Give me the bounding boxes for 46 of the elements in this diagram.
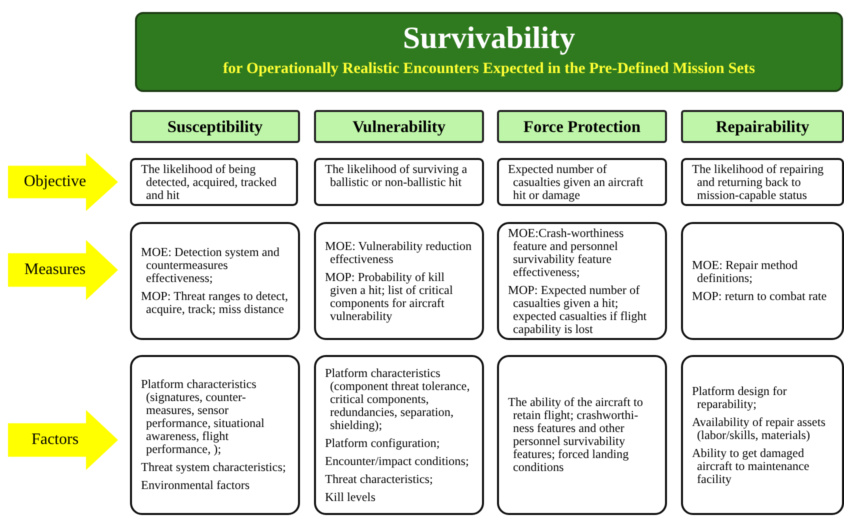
cell-text: The likelihood of being detected, acquired, tracked and hit xyxy=(141,163,278,202)
row-label: Objective xyxy=(22,173,88,191)
content-card xyxy=(681,355,844,515)
cell-text: MOE: Repair method definitions; xyxy=(692,259,799,285)
cell-text: MOE: Detection system and countermeasures effectiveness; xyxy=(141,246,280,285)
content-card xyxy=(314,222,484,340)
row-label: Measures xyxy=(23,261,87,279)
cell-text: The likelihood of surviving a ballistic or non-ballistic hit xyxy=(325,163,468,189)
cell-text: Threat system characteristics; xyxy=(141,461,287,474)
cell-text: Platform design for reparability; xyxy=(692,384,788,410)
cell-text: MOP: Probability of kill given a hit; list of critical components for aircraft vulnerability xyxy=(325,270,454,322)
cell-text: MOP: Threat ranges to detect, acquire, track; miss distance xyxy=(141,290,289,316)
content-card xyxy=(130,222,300,340)
content-card xyxy=(497,222,667,340)
content-card xyxy=(130,158,298,206)
cell-text: Encounter/impact conditions; xyxy=(325,454,470,468)
cell-text: MOP: Expected number of casualties given a hit; expected casualties if flight capability is lost xyxy=(508,284,648,336)
title-text: Survivability xyxy=(402,20,576,56)
content-card xyxy=(497,355,667,515)
title-banner xyxy=(135,12,843,92)
cell-text: The likelihood of repairing and returning back to mission-capable status xyxy=(692,163,825,202)
column-header: Repairability xyxy=(681,110,844,143)
cell-text: The ability of the aircraft to retain flight; crashworthi-ness features and other personnel survivability features; forced landing conditions xyxy=(508,396,644,474)
content-card xyxy=(314,355,484,515)
cell-text: Platform configuration; xyxy=(325,436,441,450)
subtitle-text: for Operationally Realistic Encounters Expected in the Pre-Defined Mission Sets xyxy=(223,60,755,78)
cell-text: MOP: return to combat rate xyxy=(692,290,828,303)
content-card xyxy=(497,158,667,206)
cell-text: Expected number of casualties given an aircraft hit or damage xyxy=(508,163,644,202)
content-card xyxy=(681,158,844,206)
cell-text: Ability to get damaged aircraft to maintenance facility xyxy=(692,446,810,486)
column-header: Susceptibility xyxy=(130,110,300,143)
cell-text: MOE:Crash-worthiness feature and personnel survivability feature effectiveness; xyxy=(508,226,625,278)
cell-text: Environmental factors xyxy=(141,479,251,492)
content-card xyxy=(681,222,844,340)
row-label: Factors xyxy=(30,431,80,449)
cell-text: Platform characteristics (signatures, counter-measures, sensor performance, situational awareness, flight performance, ); xyxy=(141,378,266,456)
content-card xyxy=(130,355,300,515)
cell-text: Kill levels xyxy=(325,490,376,504)
content-card xyxy=(314,158,484,206)
cell-text: Availability of repair assets (labor/skills, materials) xyxy=(692,416,826,442)
cell-text: MOE: Vulnerability reduction effectiveness xyxy=(325,240,473,266)
cell-text: Threat characteristics; xyxy=(325,472,434,486)
column-header: Force Protection xyxy=(497,110,667,143)
column-header: Vulnerability xyxy=(314,110,484,143)
cell-text: Platform characteristics (component threat tolerance, critical components, redundancies, separation, shielding); xyxy=(325,366,471,432)
